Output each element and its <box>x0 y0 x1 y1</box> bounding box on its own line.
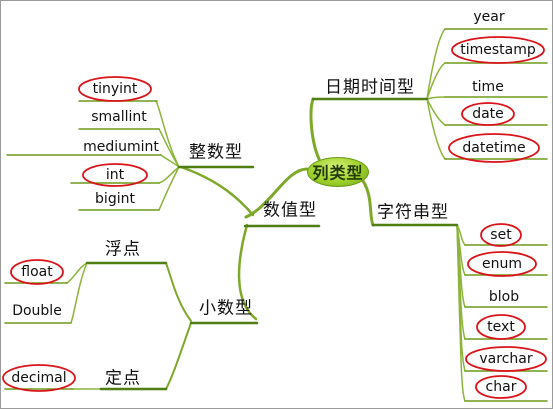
leaf-tinyint[interactable]: tinyint <box>92 81 138 97</box>
leaf-time[interactable]: time <box>472 79 504 95</box>
datetime-branch-label[interactable]: 日期时间型 <box>325 77 415 98</box>
fixed-point-branch-label[interactable]: 定点 <box>105 368 141 389</box>
leaf-char[interactable]: char <box>485 379 517 395</box>
leaf-timestamp[interactable]: timestamp <box>460 42 536 58</box>
float-point-branch-label[interactable]: 浮点 <box>105 239 141 260</box>
leaf-date[interactable]: date <box>472 106 504 122</box>
highlight-ovals <box>2 36 547 399</box>
highlight-oval-int <box>82 163 148 187</box>
highlight-oval-float <box>10 259 64 285</box>
leaf-smallint[interactable]: smallint <box>91 109 147 125</box>
leaf-bigint[interactable]: bigint <box>95 191 135 207</box>
decimal-branch-label[interactable]: 小数型 <box>199 298 253 319</box>
highlight-oval-enum <box>467 251 537 277</box>
leaf-varchar[interactable]: varchar <box>479 351 533 367</box>
highlight-oval-tinyint <box>78 76 152 102</box>
leaf-float[interactable]: float <box>21 264 53 280</box>
highlight-oval-text <box>476 314 526 340</box>
highlight-oval-set <box>480 223 522 247</box>
highlight-oval-char <box>475 375 527 399</box>
leaf-set[interactable]: set <box>490 227 512 243</box>
highlight-oval-varchar <box>465 346 547 372</box>
highlight-oval-date <box>461 102 515 126</box>
numeric-branch-label[interactable]: 数值型 <box>263 200 317 221</box>
root-label: 列类型 <box>312 163 364 183</box>
leaf-blob[interactable]: blob <box>488 289 520 305</box>
leaf-text[interactable]: text <box>487 319 515 335</box>
highlight-oval-decimal <box>2 364 76 392</box>
highlight-oval-timestamp <box>451 36 545 64</box>
highlight-oval-datetime <box>448 133 540 163</box>
leaf-year[interactable]: year <box>473 9 505 25</box>
string-branch-label[interactable]: 字符串型 <box>377 202 449 223</box>
root-node[interactable]: 列类型 <box>307 157 369 187</box>
integer-branch-label[interactable]: 整数型 <box>189 142 243 163</box>
leaf-decimal[interactable]: decimal <box>11 370 67 386</box>
leaf-mediumint[interactable]: mediumint <box>83 139 159 155</box>
leaf-double[interactable]: Double <box>12 303 62 319</box>
leaf-int[interactable]: int <box>105 167 125 183</box>
leaf-enum[interactable]: enum <box>482 256 522 272</box>
leaf-datetime[interactable]: datetime <box>462 140 526 156</box>
